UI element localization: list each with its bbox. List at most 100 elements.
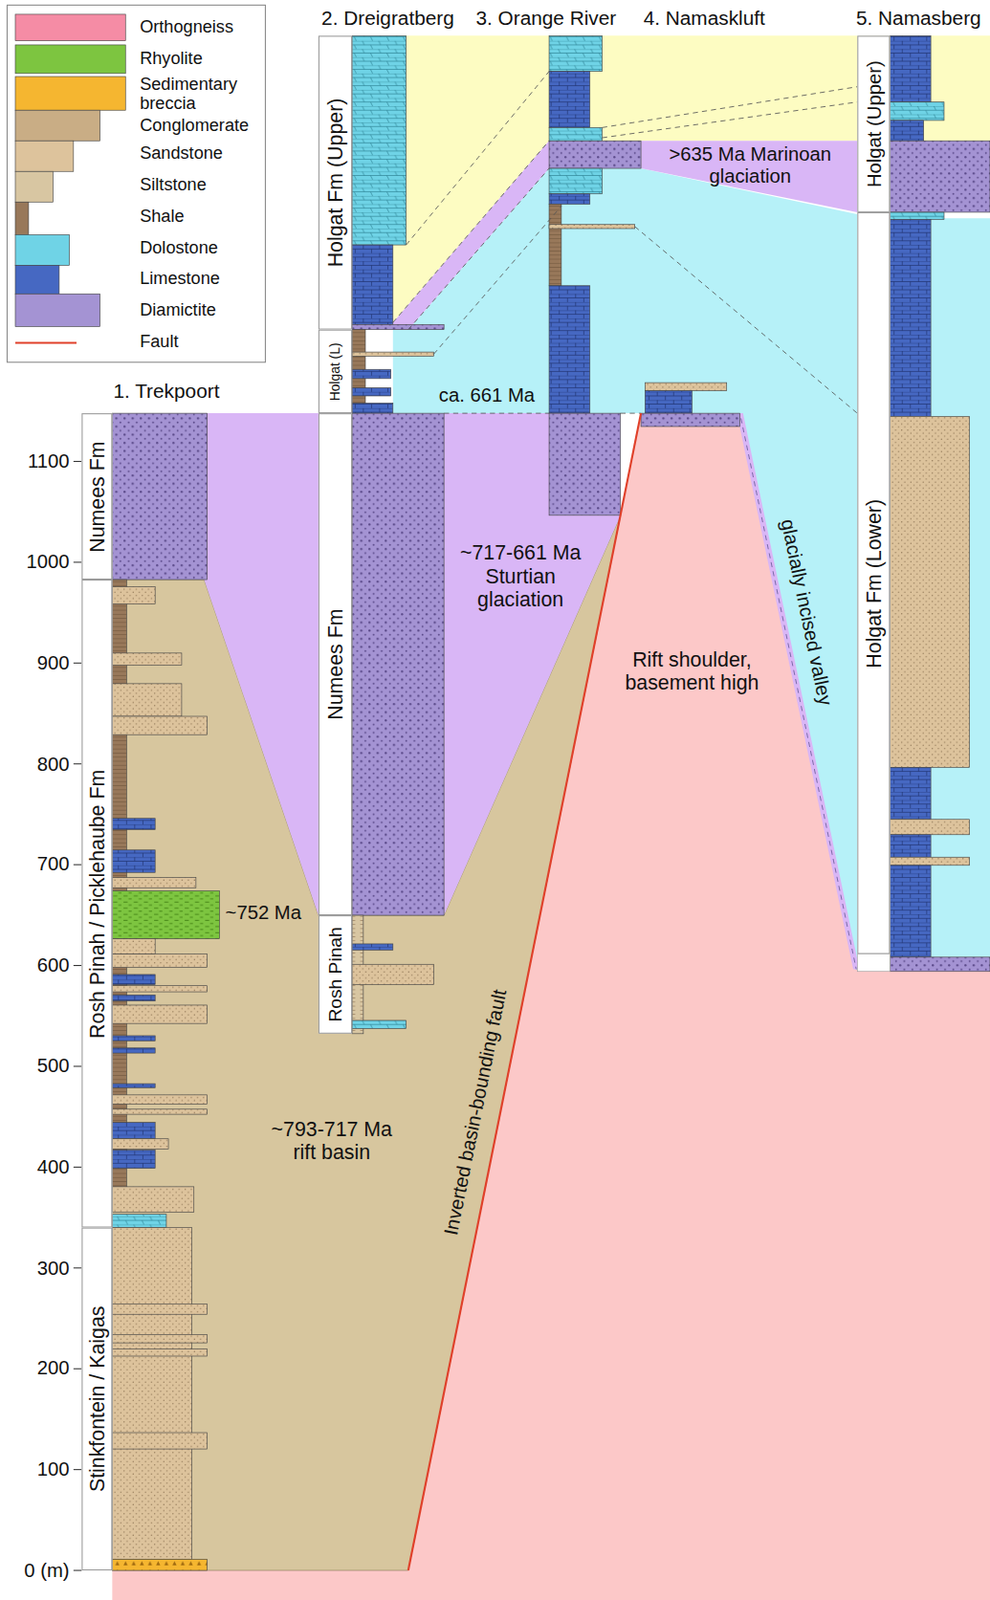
limestone-bed [889, 767, 931, 819]
rhyolite-bed [111, 890, 220, 939]
sandstone-bed [111, 1005, 207, 1024]
legend-swatch [15, 264, 60, 294]
legend-swatch [15, 171, 53, 202]
formation-name: Numees Fm [87, 440, 108, 552]
formation-box: Numees Fm [318, 413, 352, 916]
annotation: ca. 661 Ma [439, 384, 535, 407]
correlation-line [433, 206, 561, 355]
legend-swatch [15, 201, 29, 235]
sturtian-region [203, 413, 319, 916]
sandstone-bed [111, 1187, 194, 1213]
legend-text: Dolostone [139, 239, 219, 259]
legend-text: Diamictite [139, 301, 217, 321]
column-title: 1. Trekpoort [112, 379, 220, 403]
axis-label: 600 [37, 954, 70, 977]
sandstone-bed [111, 986, 207, 992]
limestone-bed [111, 818, 155, 831]
axis-label: 800 [37, 752, 70, 775]
legend-swatch [15, 293, 101, 327]
sandstone-bed [111, 653, 182, 666]
sturtian-region [443, 413, 621, 916]
axis-label: 500 [37, 1055, 70, 1078]
axis-label: 200 [37, 1358, 70, 1381]
annotation: Rift shoulder, basement high [615, 648, 769, 696]
diamictite-bed [549, 140, 641, 169]
column-title: 4. Namaskluft [643, 6, 766, 30]
sandstone-bed [111, 954, 207, 968]
tick [73, 561, 83, 563]
annotation: >635 Ma Marinoan glaciation [645, 143, 856, 189]
sandstone-bed [111, 878, 196, 889]
dreigratberg-column [352, 35, 444, 1034]
tick [73, 461, 83, 462]
annotation: ~717-661 Ma Sturtian glaciation [454, 541, 588, 613]
tick [73, 763, 83, 765]
label-bar [857, 954, 890, 972]
tick [73, 1469, 83, 1471]
legend-text: Rhyolite [139, 49, 203, 69]
axis-label: 900 [37, 652, 70, 675]
sandstone-bed [111, 1349, 207, 1357]
lower-holgat-region [393, 168, 858, 970]
dolostone-bed [352, 1020, 407, 1030]
legend-text: Limestone [139, 269, 220, 289]
marinoan-region [393, 140, 550, 330]
limestone-bed [549, 194, 591, 205]
axis-label: 100 [37, 1458, 70, 1481]
legend-swatch [15, 14, 126, 42]
limestone-bed [111, 1149, 155, 1168]
annotation: ~793-717 Ma rift basin [264, 1117, 398, 1165]
tick [73, 1166, 83, 1168]
legend-text: Conglomerate [139, 116, 249, 136]
legend-swatches [15, 14, 126, 344]
sandstone-bed [352, 964, 434, 985]
namasberg-column [857, 35, 990, 971]
tick [73, 1368, 83, 1370]
correlation-lines [393, 71, 858, 414]
upper-holgat-region [549, 35, 990, 141]
limestone-bed [549, 71, 591, 129]
limestone-bed [352, 369, 392, 379]
formation-box: Holgat Fm (Upper) [318, 35, 352, 330]
limestone-bed [111, 974, 155, 986]
tick [73, 1065, 83, 1067]
dolostone-bed [889, 102, 945, 121]
limestone-bed [889, 120, 924, 141]
dolostone-bed [111, 1214, 167, 1229]
sandstone-bed [111, 1335, 207, 1344]
dolostone-bed [549, 168, 602, 195]
correlation-line [406, 71, 550, 245]
formation-name: Holgat (Upper) [863, 60, 883, 188]
sandstone-bed [111, 587, 155, 605]
tick [73, 864, 83, 866]
formation-name: Holgat (L) [329, 342, 343, 401]
formation-box: Numees Fm [81, 413, 112, 580]
tick [73, 1267, 83, 1269]
sandstone-bed [111, 716, 207, 735]
column-title: 2. Dreigratberg [321, 6, 455, 30]
legend-text: Siltstone [139, 176, 207, 196]
sandstone-bed [111, 1109, 207, 1115]
limestone-bed [889, 835, 931, 858]
limestone-bed [111, 994, 155, 1001]
sandstone-bed [889, 416, 969, 768]
column-title: 5. Namasberg [856, 6, 982, 30]
correlation-line [620, 413, 641, 415]
legend-text: Orthogneiss [139, 18, 234, 38]
correlation-line [602, 87, 858, 129]
limestone-bed [644, 391, 692, 414]
diamictite-bed [352, 324, 444, 330]
formation-name: Stinkfontein / Kaigas [87, 1306, 108, 1494]
dolostone-bed [352, 35, 407, 245]
sandstone-bed [644, 382, 726, 392]
diamictite-bed [889, 140, 990, 213]
diamictite-bed [352, 413, 444, 916]
tick [73, 662, 83, 664]
formation-box: Holgat (Upper) [857, 35, 890, 213]
legend-swatch [15, 76, 126, 110]
limestone-bed [549, 286, 591, 414]
formation-name: Holgat Fm (Upper) [325, 98, 346, 268]
valley-line [741, 418, 858, 969]
formation-box: Holgat (L) [318, 330, 352, 414]
limestone-bed [111, 1083, 155, 1088]
